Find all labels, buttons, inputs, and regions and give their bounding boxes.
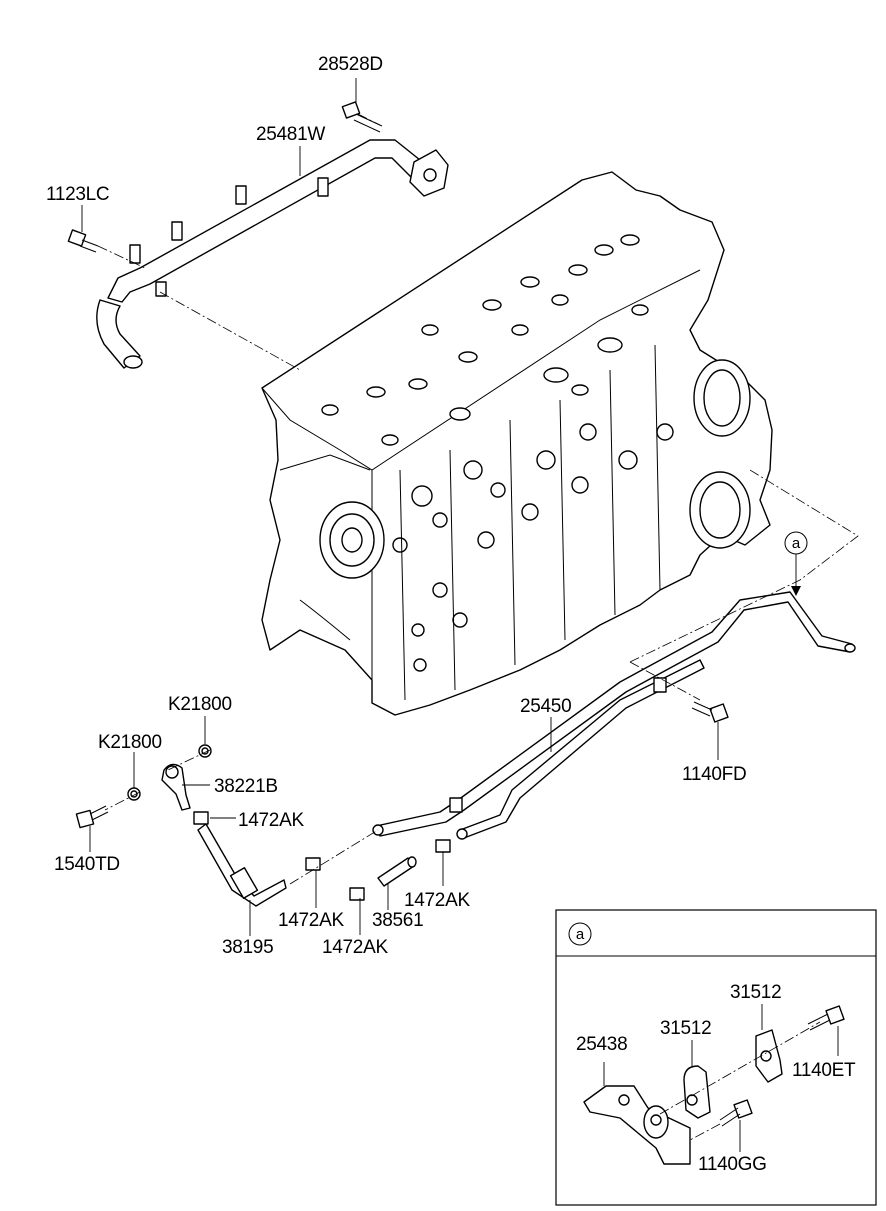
callout-K21800-lower: K21800 <box>98 732 162 753</box>
reference-marker-label: a <box>792 535 801 552</box>
callout-25450: 25450 <box>520 696 571 717</box>
callout-labels: 28528D 25481W 1123LC K21800 K21800 38221… <box>46 54 747 958</box>
callout-38561: 38561 <box>372 910 423 931</box>
callout-1140GG: 1140GG <box>698 1154 767 1175</box>
callout-K21800-upper: K21800 <box>168 694 232 715</box>
callout-1140ET: 1140ET <box>792 1060 856 1081</box>
leader-lines <box>81 78 719 936</box>
callout-25481W: 25481W <box>256 124 325 145</box>
rear-bearing-openings <box>689 359 751 549</box>
hose-38561 <box>377 856 417 887</box>
clamp-31512-front <box>683 1065 711 1119</box>
callout-38195: 38195 <box>222 937 273 958</box>
callout-1472AK-top: 1472AK <box>238 810 304 831</box>
block-side-ports <box>392 423 674 672</box>
callout-38221B: 38221B <box>214 776 278 797</box>
inset-marker-label: a <box>576 926 585 943</box>
callout-1540TD: 1540TD <box>54 854 120 875</box>
inset-detail-a: a 31512 31512 25438 1140ET <box>555 909 877 1206</box>
bracket-25438 <box>583 1085 691 1165</box>
callout-1140FD: 1140FD <box>682 764 746 785</box>
callout-31512-upper: 31512 <box>730 982 781 1003</box>
callout-1123LC: 1123LC <box>46 184 109 205</box>
callout-1472AK-bottom: 1472AK <box>322 937 388 958</box>
callout-31512-lower: 31512 <box>660 1018 711 1039</box>
front-crank-pulley <box>319 501 385 579</box>
callout-1472AK-left: 1472AK <box>278 910 344 931</box>
hose-38195 <box>197 823 287 907</box>
reference-marker-a: a <box>784 531 808 596</box>
bolt-1140FD <box>691 701 729 723</box>
block-ribs <box>279 344 661 701</box>
cylinder-head-bosses <box>321 234 649 446</box>
callout-28528D: 28528D <box>318 54 383 75</box>
engine-block <box>261 171 773 716</box>
oil-pipe-assembly-25450 <box>372 591 856 840</box>
callout-25438: 25438 <box>576 1034 627 1055</box>
center-lines <box>97 113 859 885</box>
bolt-28528D <box>341 101 383 133</box>
bolt-1123LC <box>67 229 99 253</box>
callout-1472AK-right: 1472AK <box>404 890 470 911</box>
banjo-fitting-group <box>75 744 212 829</box>
